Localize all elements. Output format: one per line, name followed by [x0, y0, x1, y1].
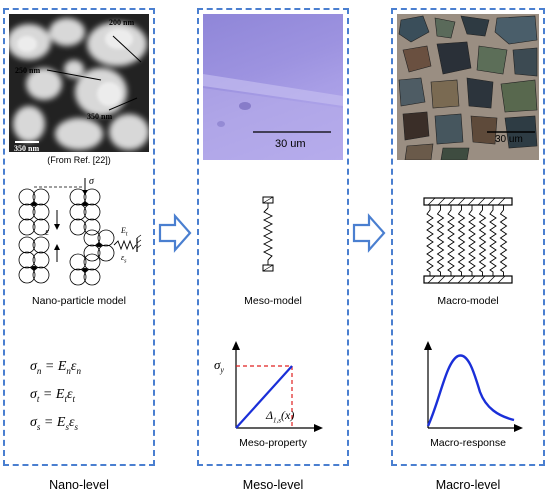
- nano-tem-image: 200 nm 250 nm 350 nm 350 nm: [9, 14, 149, 152]
- meso-scale-label: 30 um: [275, 138, 306, 150]
- macro-concrete-image: 30 um: [397, 14, 539, 160]
- meso-model-label: Meso-model: [244, 295, 302, 307]
- ref-caption: (From Ref. [22]): [47, 155, 111, 165]
- meso-property-label: Meso-property: [239, 437, 307, 449]
- micrograph-graphic: [203, 74, 343, 160]
- nano-model-label: Nano-particle model: [32, 295, 126, 307]
- macro-level-label: Macro-level: [435, 478, 501, 492]
- tem-label-350-upper: 350 nm: [87, 112, 113, 121]
- nano-Et-symbol: Et: [121, 226, 128, 238]
- plot-delta-label: Δ1,s(x): [266, 408, 295, 425]
- concrete-image-graphic: [397, 14, 539, 160]
- tem-image-graphic: [9, 14, 149, 152]
- nano-epsilon-symbol: ε: [45, 227, 49, 238]
- plot-sigma-y-label: σy: [214, 357, 224, 375]
- arrow-right-icon: [352, 213, 386, 253]
- macro-panel: [391, 8, 545, 466]
- macro-scale-label: 30 um: [495, 134, 523, 145]
- meso-level-label: Meso-level: [242, 478, 304, 492]
- macro-model-label: Macro-model: [437, 295, 499, 307]
- meso-panel: [197, 8, 349, 466]
- equation-block: σn = Enεn σt = Etεt σs = Esεs: [30, 355, 140, 438]
- nano-panel: [3, 8, 155, 466]
- tem-label-250: 250 nm: [15, 66, 41, 75]
- macro-response-label: Macro-response: [430, 437, 506, 449]
- equation-tangential: σt = Etεt: [30, 386, 75, 404]
- equation-shear: σs = Esεs: [30, 414, 78, 432]
- meso-micrograph: 30 um: [203, 14, 343, 160]
- nano-level-label: Nano-level: [49, 478, 109, 492]
- tem-label-200: 200 nm: [109, 18, 135, 27]
- arrow-right-icon: [158, 213, 192, 253]
- nano-sigma-symbol: σ: [89, 176, 94, 187]
- nano-eps-s-symbol: εs: [121, 253, 127, 265]
- tem-scale-label: 350 nm: [14, 144, 40, 152]
- equation-normal: σn = Enεn: [30, 359, 81, 376]
